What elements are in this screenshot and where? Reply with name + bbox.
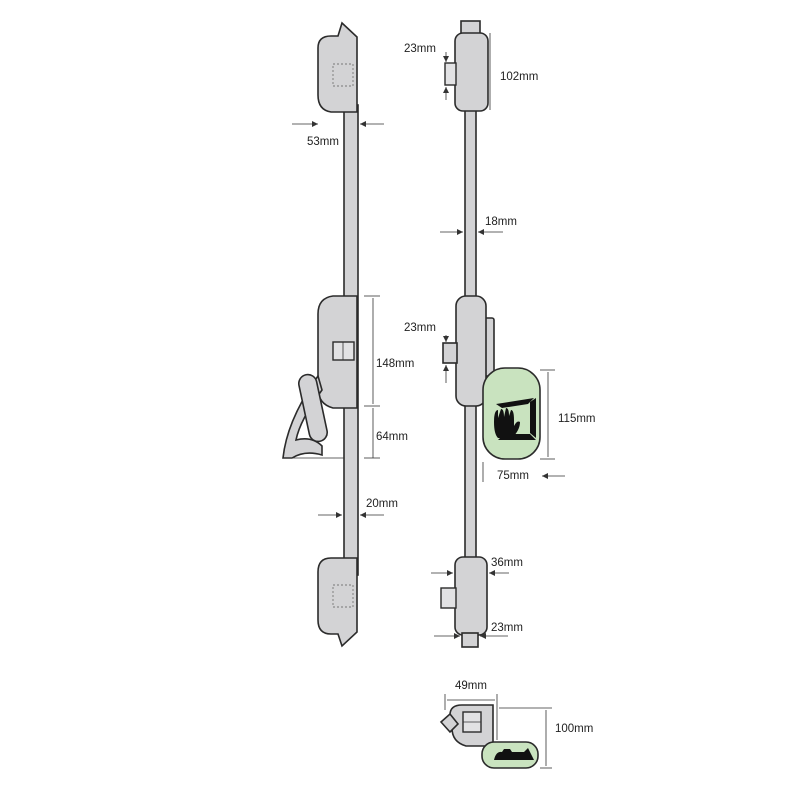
plan-lever (439, 712, 460, 734)
plan-view: 49mm 100mm (439, 680, 593, 769)
side-bottom-head (317, 557, 358, 648)
dim-label: 36mm (491, 557, 523, 569)
front-top-bolt (444, 62, 457, 86)
dim-label: 18mm (485, 216, 517, 228)
side-top-bolt-outline (332, 63, 354, 87)
front-bottom-bolt (440, 587, 457, 609)
dim-label: 115mm (558, 413, 596, 425)
front-gearbox (455, 295, 487, 407)
dim-label: 64mm (376, 431, 408, 443)
dim-label: 23mm (404, 43, 436, 55)
front-view: 23mm 102mm 18mm 23mm 115mm 75mm (404, 20, 596, 648)
front-top-keep (454, 32, 489, 112)
dim-label: 102mm (500, 71, 538, 83)
dim-label: 75mm (497, 470, 529, 482)
front-bottom-tab (461, 632, 479, 648)
side-view: 53mm 148mm 64mm 20mm (282, 21, 414, 648)
dim-label: 53mm (307, 136, 339, 148)
side-bottom-bolt-outline (332, 584, 354, 608)
dim-label: 49mm (455, 680, 487, 692)
dim-label: 23mm (491, 622, 523, 634)
dim-label: 100mm (555, 723, 593, 735)
hand-push-icon (494, 748, 534, 760)
side-lever-grip (298, 373, 328, 443)
dim-label: 23mm (404, 322, 436, 334)
side-cylinder-slot (332, 341, 355, 361)
front-bottom-keep (454, 556, 488, 636)
front-mid-bolt (442, 342, 458, 364)
hand-push-icon (494, 398, 536, 440)
side-top-head (317, 21, 358, 113)
dim-label: 148mm (376, 358, 414, 370)
dim-label: 20mm (366, 498, 398, 510)
